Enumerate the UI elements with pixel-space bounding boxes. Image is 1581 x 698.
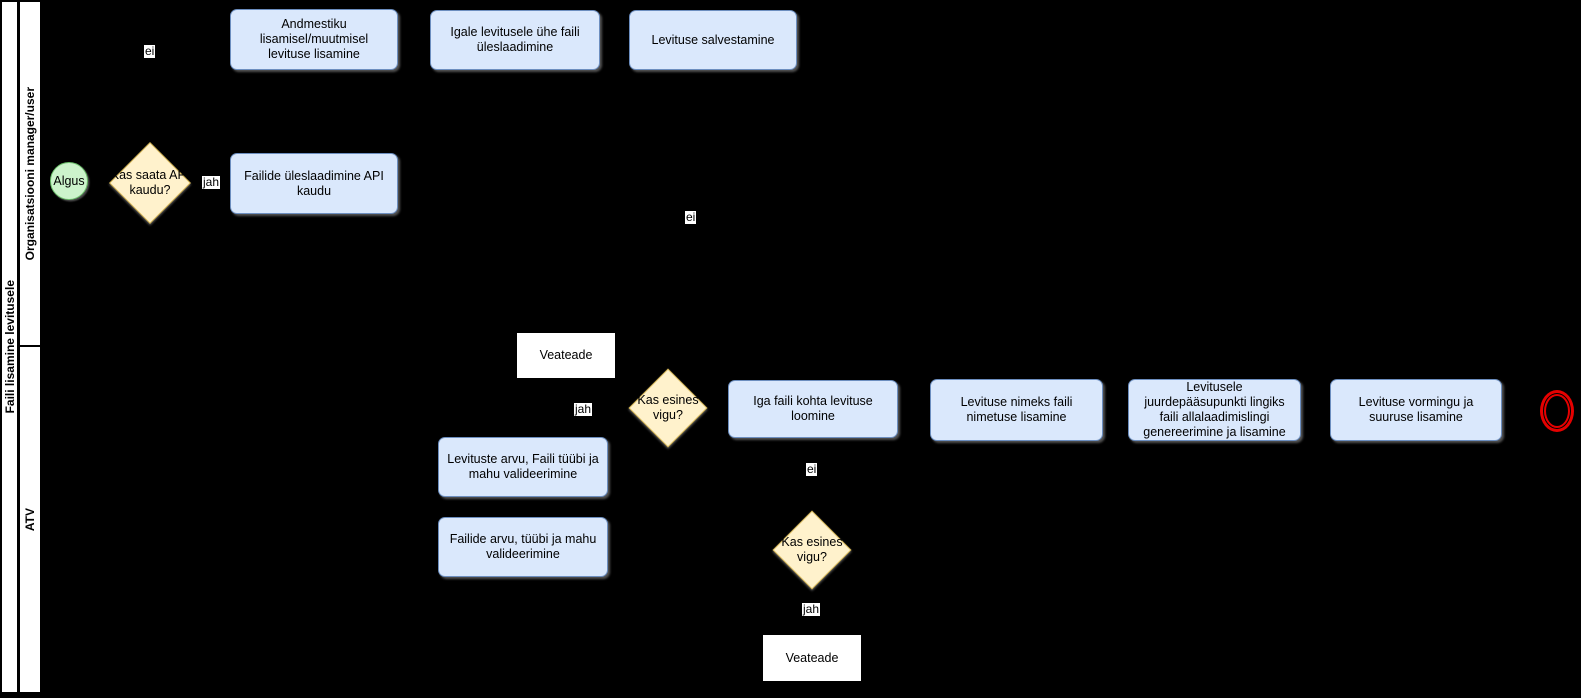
task-label: Igale levitusele ühe faili üleslaadimine — [450, 25, 580, 54]
lane-atv-strip: ATV — [20, 347, 40, 692]
lane-organisatsiooni-strip: Organisatsiooni manager/user — [20, 2, 40, 345]
lane-atv-title: ATV — [23, 507, 37, 532]
decision-kas-esines-vigu-2: Kas esines vigu? — [772, 510, 852, 590]
note-label: Veateade — [785, 650, 839, 665]
decision-kas-saata-api-label: Kas saata API kaudu? — [110, 168, 190, 197]
edge-label-jah-vigu1: jah — [574, 402, 593, 416]
task-iga-faili-kohta-levituse-loomine: Iga faili kohta levituse loomine — [728, 380, 898, 438]
task-juurdepaasupunkti-link: Levitusele juurdepääsupunkti lingiks fai… — [1128, 379, 1301, 441]
task-label: Andmestiku lisamisel/muutmisel levituse … — [259, 17, 369, 61]
decision-kas-esines-vigu-1-label: Kas esines vigu? — [637, 393, 699, 422]
pool-title-strip: Faili lisamine levitusele — [2, 2, 17, 692]
edge-label-ei-vigu1: ei — [806, 462, 818, 476]
note-veateade-bottom: Veateade — [763, 635, 861, 681]
task-vormingu-suuruse-lisamine: Levituse vormingu ja suuruse lisamine — [1330, 379, 1502, 441]
task-label: Levitusele juurdepääsupunkti lingiks fai… — [1143, 380, 1286, 439]
pool-title: Faili lisamine levitusele — [2, 280, 17, 414]
task-levituse-nimeks-lisamine: Levituse nimeks faili nimetuse lisamine — [930, 379, 1103, 441]
task-levituse-salvestamine: Levituse salvestamine — [629, 10, 797, 70]
task-levituste-arvu-valideerimine: Levituste arvu, Faili tüübi ja mahu vali… — [438, 437, 608, 497]
end-event — [1540, 390, 1574, 432]
task-label: Levituse salvestamine — [651, 32, 775, 47]
start-event-label: Algus — [53, 174, 85, 188]
task-failide-uleslaadimine-api: Failide üleslaadimine API kaudu — [230, 153, 398, 214]
decision-kas-esines-vigu-2-label: Kas esines vigu? — [781, 535, 843, 564]
start-event: Algus — [50, 162, 88, 200]
decision-kas-esines-vigu-1: Kas esines vigu? — [628, 368, 708, 448]
note-label: Veateade — [539, 348, 593, 362]
end-event-outer-ring — [1540, 390, 1574, 432]
decision-kas-saata-api: Kas saata API kaudu? — [108, 141, 192, 225]
edge-label-ei-top: ei — [144, 44, 156, 58]
lane-organisatsiooni-title: Organisatsiooni manager/user — [23, 86, 37, 261]
task-label: Levituste arvu, Faili tüübi ja mahu vali… — [447, 452, 599, 481]
edge-label-jah-api: jah — [202, 175, 221, 189]
task-label: Failide arvu, tüübi ja mahu valideerimin… — [449, 532, 597, 561]
edge-label-jah-vigu2: jah — [802, 602, 821, 616]
task-label: Levituse vormingu ja suuruse lisamine — [1358, 395, 1474, 424]
task-igale-levitusele-faili: Igale levitusele ühe faili üleslaadimine — [430, 10, 600, 70]
edge-label-ei-mid: ei — [685, 210, 697, 224]
note-veateade-top: Veateade — [517, 333, 615, 378]
task-label: Failide üleslaadimine API kaudu — [244, 168, 384, 198]
task-failide-arvu-valideerimine: Failide arvu, tüübi ja mahu valideerimin… — [438, 517, 608, 577]
task-label: Iga faili kohta levituse loomine — [753, 394, 873, 423]
task-andmestiku-lisamine: Andmestiku lisamisel/muutmisel levituse … — [230, 9, 398, 70]
task-label: Levituse nimeks faili nimetuse lisamine — [960, 395, 1073, 424]
end-event-inner-ring — [1544, 394, 1570, 428]
